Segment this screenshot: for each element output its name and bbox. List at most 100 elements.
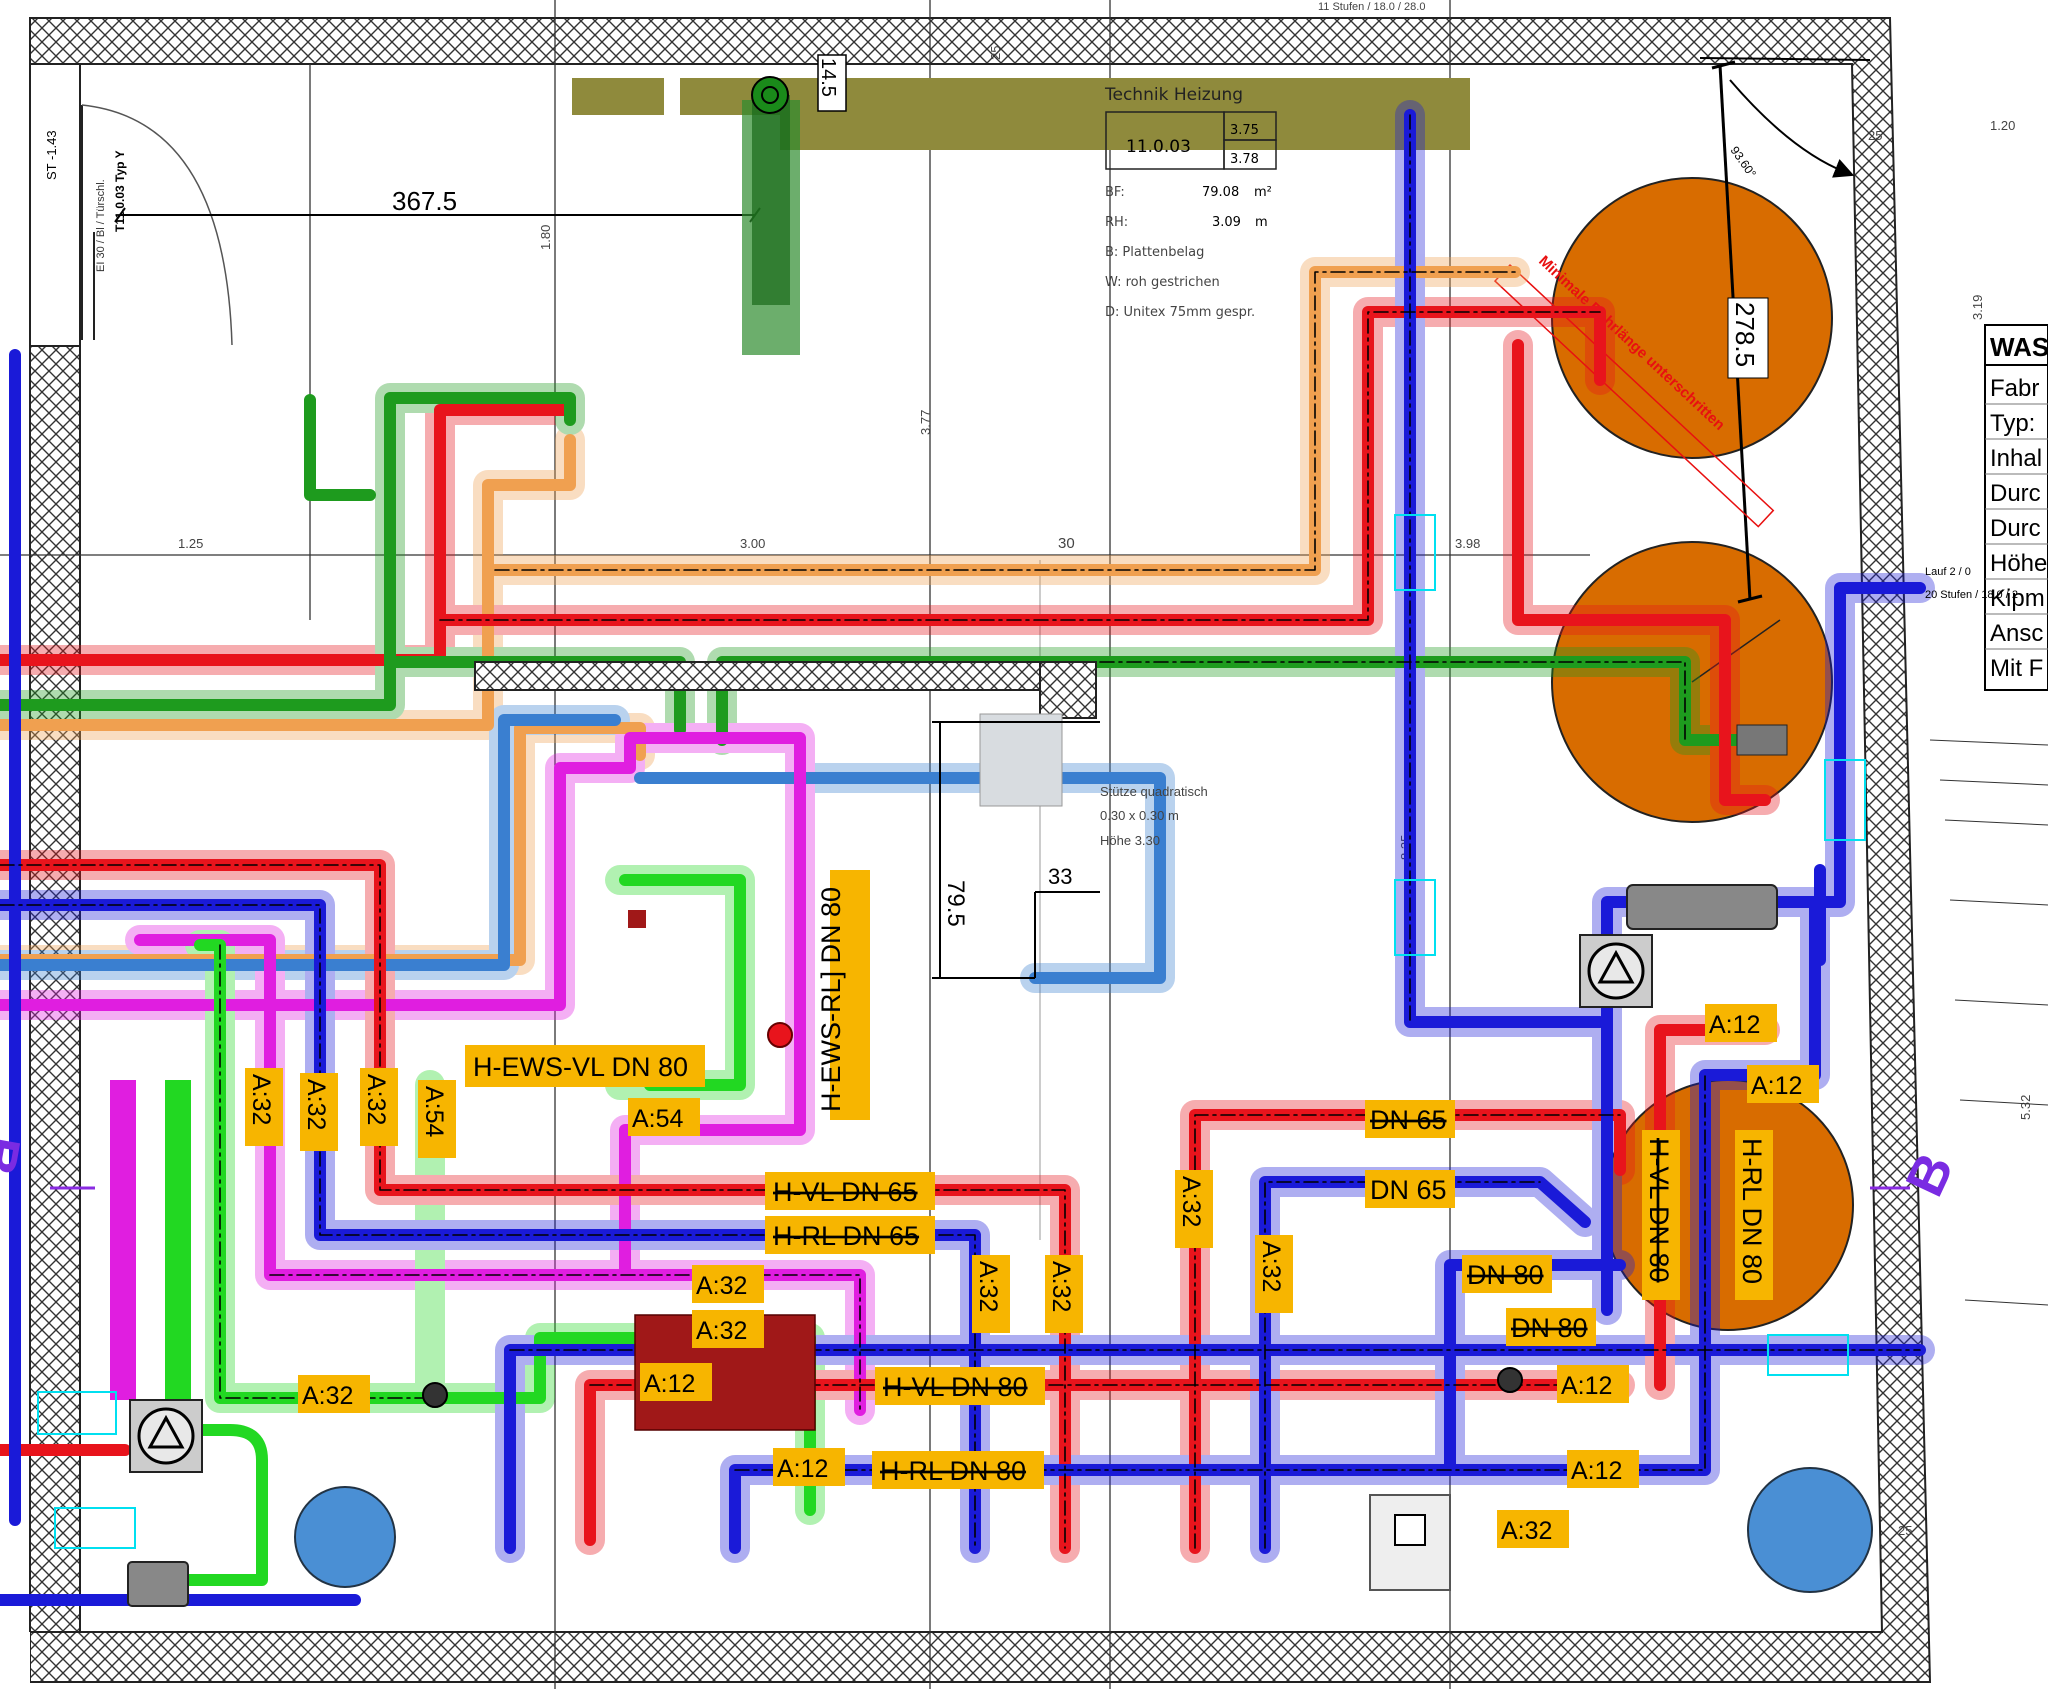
room-walls: W: roh gestrichen <box>1105 275 1220 290</box>
table-row: Typ: <box>1990 410 2035 437</box>
label-a12-4: A:12 <box>1571 1457 1622 1485</box>
label-a32-8: A:32 <box>1047 1261 1075 1312</box>
room-elev-top: 3.75 <box>1230 123 1259 138</box>
label-hrl-80v: H-RL DN 80 <box>1737 1138 1767 1284</box>
label-ews-rl: H-EWS-RL] DN 80 <box>816 887 846 1112</box>
section-markers: B B <box>0 1131 1965 1205</box>
room-bf-label: BF: <box>1105 185 1125 200</box>
dim-79-text: 79.5 <box>942 880 969 927</box>
wall-stub <box>474 661 1041 691</box>
label-a32-9: A:32 <box>1177 1176 1205 1227</box>
heat-exchanger-2 <box>127 1561 189 1607</box>
pipe-labels: H-EWS-VL DN 80 H-VL DN 65 H-RL DN 65 H-V… <box>465 870 1773 1489</box>
label-a32-11: A:32 <box>1501 1517 1552 1545</box>
dim-3-77: 3.77 <box>918 410 933 435</box>
label-hvl-80: H-VL DN 80 <box>883 1372 1028 1402</box>
room-bf-unit: m² <box>1254 185 1272 200</box>
stair-lines <box>1929 739 2048 1306</box>
door-spec-2: T11.0.03 Typ Y <box>113 150 127 232</box>
room-rh-label: RH: <box>1105 215 1128 230</box>
room-floor: B: Plattenbelag <box>1105 245 1204 260</box>
label-dn80a: DN 80 <box>1467 1260 1544 1290</box>
dim-5-32: 5.32 <box>2018 1095 2033 1120</box>
label-hvl-80v: H-VL DN 80 <box>1644 1138 1674 1283</box>
label-a32-1: A:32 <box>247 1074 275 1125</box>
label-dn65a: DN 65 <box>1370 1105 1447 1135</box>
tank-3 <box>1602 1079 1854 1331</box>
grey-box <box>979 713 1063 807</box>
label-a12-1: A:12 <box>644 1370 695 1398</box>
small-dimensions: 1.25 3.00 30 3.98 1.80 3.77 8.25 1.20 25… <box>178 1 2033 1538</box>
table-row: Ansc <box>1990 620 2043 647</box>
dim-3-98: 3.98 <box>1455 536 1480 551</box>
dims-79-33 <box>932 721 1100 979</box>
label-a54-1: A:54 <box>420 1086 448 1138</box>
section-left: B <box>0 1131 31 1180</box>
dim-3-19: 3.19 <box>1970 295 1985 320</box>
dim-14-text: 14.5 <box>817 58 839 97</box>
stair-1: Lauf 2 / 0 <box>1925 566 1971 578</box>
dim-14-box <box>817 54 847 112</box>
column-line-2: 0.30 x 0.30 m <box>1100 808 1179 823</box>
room-number: 11.0.03 <box>1126 137 1191 157</box>
label-a32-3: A:32 <box>362 1074 390 1125</box>
label-a54-2: A:54 <box>632 1105 684 1133</box>
dim-367: 367.5 <box>114 186 761 223</box>
table-row: Kipm <box>1990 585 2045 612</box>
room-elev-bottom: 3.78 <box>1230 152 1259 167</box>
table-row: Fabr <box>1990 375 2039 402</box>
room-stamp: Technik Heizung 11.0.03 3.75 3.78 BF: 79… <box>1104 85 1277 320</box>
dim-278-text: 278.5 <box>1730 302 1760 367</box>
table-row: Durc <box>1990 480 2041 507</box>
label-a12-2: A:12 <box>777 1455 828 1483</box>
label-dn80b: DN 80 <box>1511 1313 1588 1343</box>
column-line-1: Stütze quadratisch <box>1100 784 1208 799</box>
room-bf-value: 79.08 <box>1202 185 1239 200</box>
dim-3-00: 3.00 <box>740 536 765 551</box>
sleeves <box>37 514 1866 1549</box>
room-rh-value: 3.09 <box>1212 215 1241 230</box>
table-row: Inhal <box>1990 445 2042 472</box>
label-a32-7: A:32 <box>974 1261 1002 1312</box>
pipes <box>0 100 1935 1606</box>
stored-pipe-magenta <box>110 1080 136 1400</box>
table-row: Mit F <box>1990 655 2043 682</box>
dim-33-text: 33 <box>1048 864 1072 889</box>
dim-1-80: 1.80 <box>538 225 553 250</box>
stair-2: 20 Stufen / 18.0 / 2 <box>1925 589 2018 601</box>
door-spec-1: EI 30 / Bl / Türschl. <box>95 179 107 272</box>
expansion-tank-1 <box>294 1486 396 1588</box>
column-line-3: Höhe 3.30 <box>1100 833 1160 848</box>
dim-367-text: 367.5 <box>392 186 457 216</box>
label-a32-4: A:32 <box>302 1382 353 1410</box>
olive-strip <box>572 78 1470 150</box>
dim-25b: 25 <box>1898 1523 1912 1538</box>
label-dn65b: DN 65 <box>1370 1175 1447 1205</box>
label-a12-3: A:12 <box>1561 1372 1612 1400</box>
expansion-tank-2 <box>1747 1467 1873 1593</box>
heat-exchanger <box>1626 884 1778 930</box>
label-hvl-65: H-VL DN 65 <box>773 1177 918 1207</box>
dim-1-25: 1.25 <box>178 536 203 551</box>
stored-pipe-green <box>165 1080 191 1400</box>
label-hrl-65: H-RL DN 65 <box>773 1221 919 1251</box>
door-code: ST -1.43 <box>44 130 59 180</box>
label-a32-5: A:32 <box>696 1272 747 1300</box>
room-ceiling: D: Unitex 75mm gespr. <box>1105 305 1255 320</box>
table-row: Durc <box>1990 515 2041 542</box>
dim-25c: 25 <box>988 46 1003 60</box>
label-ews-vl: H-EWS-VL DN 80 <box>473 1052 688 1082</box>
dim-30: 30 <box>1058 535 1075 552</box>
column <box>1039 661 1097 719</box>
label-a12-5: A:12 <box>1709 1011 1760 1039</box>
table-title: WAS <box>1990 332 2048 362</box>
dim-25a: 25 <box>1868 128 1882 143</box>
dim-1-20: 1.20 <box>1990 118 2015 133</box>
label-hrl-80: H-RL DN 80 <box>880 1456 1026 1486</box>
room-rh-unit: m <box>1255 215 1268 230</box>
table-row: Höhe <box>1990 550 2047 577</box>
room-title: Technik Heizung <box>1104 85 1243 105</box>
dim-top: 11 Stufen / 18.0 / 28.0 <box>1318 1 1425 13</box>
label-a32-2: A:32 <box>302 1079 330 1130</box>
